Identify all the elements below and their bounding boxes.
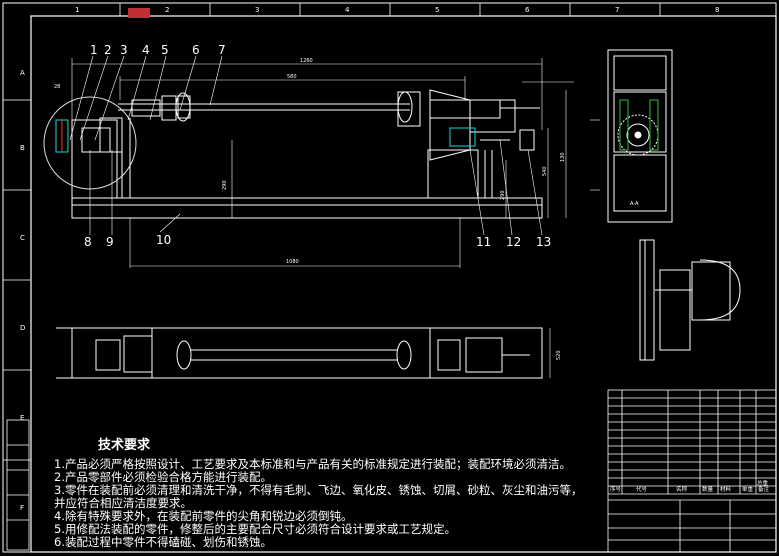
inner-frame: [30, 15, 777, 553]
hdr-seq: 序号: [610, 485, 622, 493]
balloon-11: 11: [476, 235, 491, 249]
balloon-12: 12: [506, 235, 521, 249]
zone-f: F: [20, 504, 24, 512]
tech-requirements: 1.产品必须严格按照设计、工艺要求及本标准和与产品有关的标准规定进行装配；装配环…: [54, 458, 614, 549]
zone-c: C: [20, 234, 25, 242]
balloon-7: 7: [218, 43, 226, 57]
front-view: [43, 89, 543, 219]
dim-height-a: 290: [222, 180, 228, 190]
dim-plan: 520: [556, 350, 562, 360]
zone-1: 1: [75, 6, 79, 14]
dim-height-c: 130: [560, 152, 566, 162]
section-label: A-A: [630, 201, 639, 207]
balloon-10: 10: [156, 233, 171, 247]
hdr-total-wt: 总重: [757, 479, 769, 487]
left-stamp-column: [6, 419, 30, 551]
zone-7: 7: [615, 6, 619, 14]
requirement-3-cont: 并应符合相应清洁度要求。: [54, 496, 192, 510]
requirement-5: 5.用修配法装配的零件，修整后的主要配合尺寸必须符合设计要求或工艺规定。: [54, 522, 456, 536]
balloon-4: 4: [142, 43, 150, 57]
balloon-5: 5: [161, 43, 169, 57]
balloon-8: 8: [84, 235, 92, 249]
hdr-unit-wt: 单重: [742, 485, 754, 493]
hdr-qty: 数量: [702, 485, 714, 493]
zone-2: 2: [165, 6, 169, 14]
zone-6: 6: [525, 6, 530, 14]
dim-left: 28: [54, 84, 60, 90]
requirement-3: 3.零件在装配前必须清理和清洗干净，不得有毛刺、飞边、氧化皮、锈蚀、切屑、砂粒、…: [54, 483, 583, 497]
zone-e: E: [20, 414, 24, 422]
hdr-name: 名称: [676, 485, 688, 493]
hdr-mat: 材料: [720, 485, 732, 493]
side-view: [607, 49, 673, 223]
title-block-header: 序号 代号 名称 数量 材料 单重 总重 备注: [610, 479, 770, 493]
zone-4: 4: [345, 6, 350, 14]
zone-d: D: [20, 324, 25, 332]
balloon-13: 13: [536, 235, 551, 249]
parts-list-table: [607, 389, 777, 553]
zone-3: 3: [255, 6, 259, 14]
balloon-3: 3: [120, 43, 128, 57]
requirement-4: 4.除有特殊要求外，在装配前零件的尖角和锐边必须倒钝。: [54, 509, 353, 523]
tech-requirements-title: 技术要求: [98, 438, 151, 453]
dim-bottom: 1080: [286, 259, 299, 265]
hdr-note: 备注: [758, 485, 770, 493]
zone-b: B: [20, 144, 25, 152]
dim-overall: 1260: [300, 58, 313, 64]
requirement-1: 1.产品必须严格按照设计、工艺要求及本标准和与产品有关的标准规定进行装配；装配环…: [54, 457, 571, 471]
zone-a: A: [20, 69, 25, 77]
balloon-6: 6: [192, 43, 200, 57]
sheet-tab: [128, 8, 150, 18]
plan-view: [56, 327, 543, 379]
requirement-6: 6.装配过程中零件不得磕碰、划伤和锈蚀。: [54, 535, 272, 549]
hdr-code: 代号: [636, 485, 648, 493]
dim-small: 290: [500, 190, 506, 200]
balloon-9: 9: [106, 235, 114, 249]
detail-view: [639, 239, 741, 361]
dim-height-b: 540: [542, 166, 548, 176]
requirement-2: 2.产品零部件必须检验合格方能进行装配。: [54, 470, 272, 484]
balloon-1: 1: [90, 43, 98, 57]
zone-8: 8: [715, 6, 719, 14]
dimensions: [71, 58, 574, 268]
dim-span: 580: [287, 74, 297, 80]
zone-5: 5: [435, 6, 439, 14]
balloon-2: 2: [104, 43, 112, 57]
